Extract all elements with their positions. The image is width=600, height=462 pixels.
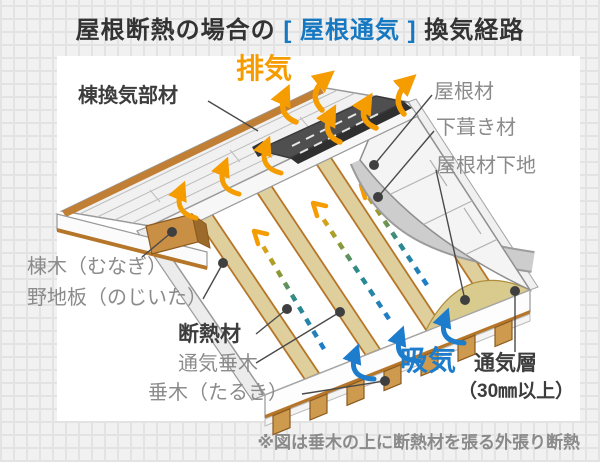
roof-base-label: 屋根材下地 <box>436 155 536 177</box>
title-highlight: 屋根通気 <box>300 17 400 44</box>
vent-layer-size-label: （30㎜以上） <box>458 381 575 402</box>
ridge-vent-label: 棟換気部材 <box>78 85 178 107</box>
title-suffix: 換気経路 <box>424 17 525 44</box>
vent-layer-label: 通気層 <box>474 352 537 375</box>
exhaust-label: 排気 <box>236 53 293 84</box>
ridge-beam-label: 棟木（むなぎ） <box>27 256 167 278</box>
title-bracket-open: [ <box>275 17 300 44</box>
roofing-label: 屋根材 <box>434 81 494 103</box>
underlayment-label: 下葺き材 <box>436 117 516 139</box>
vent-rafter-label: 通気垂木 <box>178 353 258 375</box>
rafter-label: 垂木（たるき） <box>148 382 288 404</box>
page-title: 屋根断熱の場合の [ 屋根通気 ] 換気経路 <box>0 10 600 45</box>
title-bracket-close: ] <box>400 17 425 44</box>
sheathing-label: 野地板（のじいた） <box>27 287 207 309</box>
footnote: ※図は垂木の上に断熱材を張る外張り断熱 <box>257 433 580 452</box>
insulation-label: 断熱材 <box>178 323 241 346</box>
title-prefix: 屋根断熱の場合の <box>75 17 276 44</box>
intake-label: 吸気 <box>400 345 457 376</box>
